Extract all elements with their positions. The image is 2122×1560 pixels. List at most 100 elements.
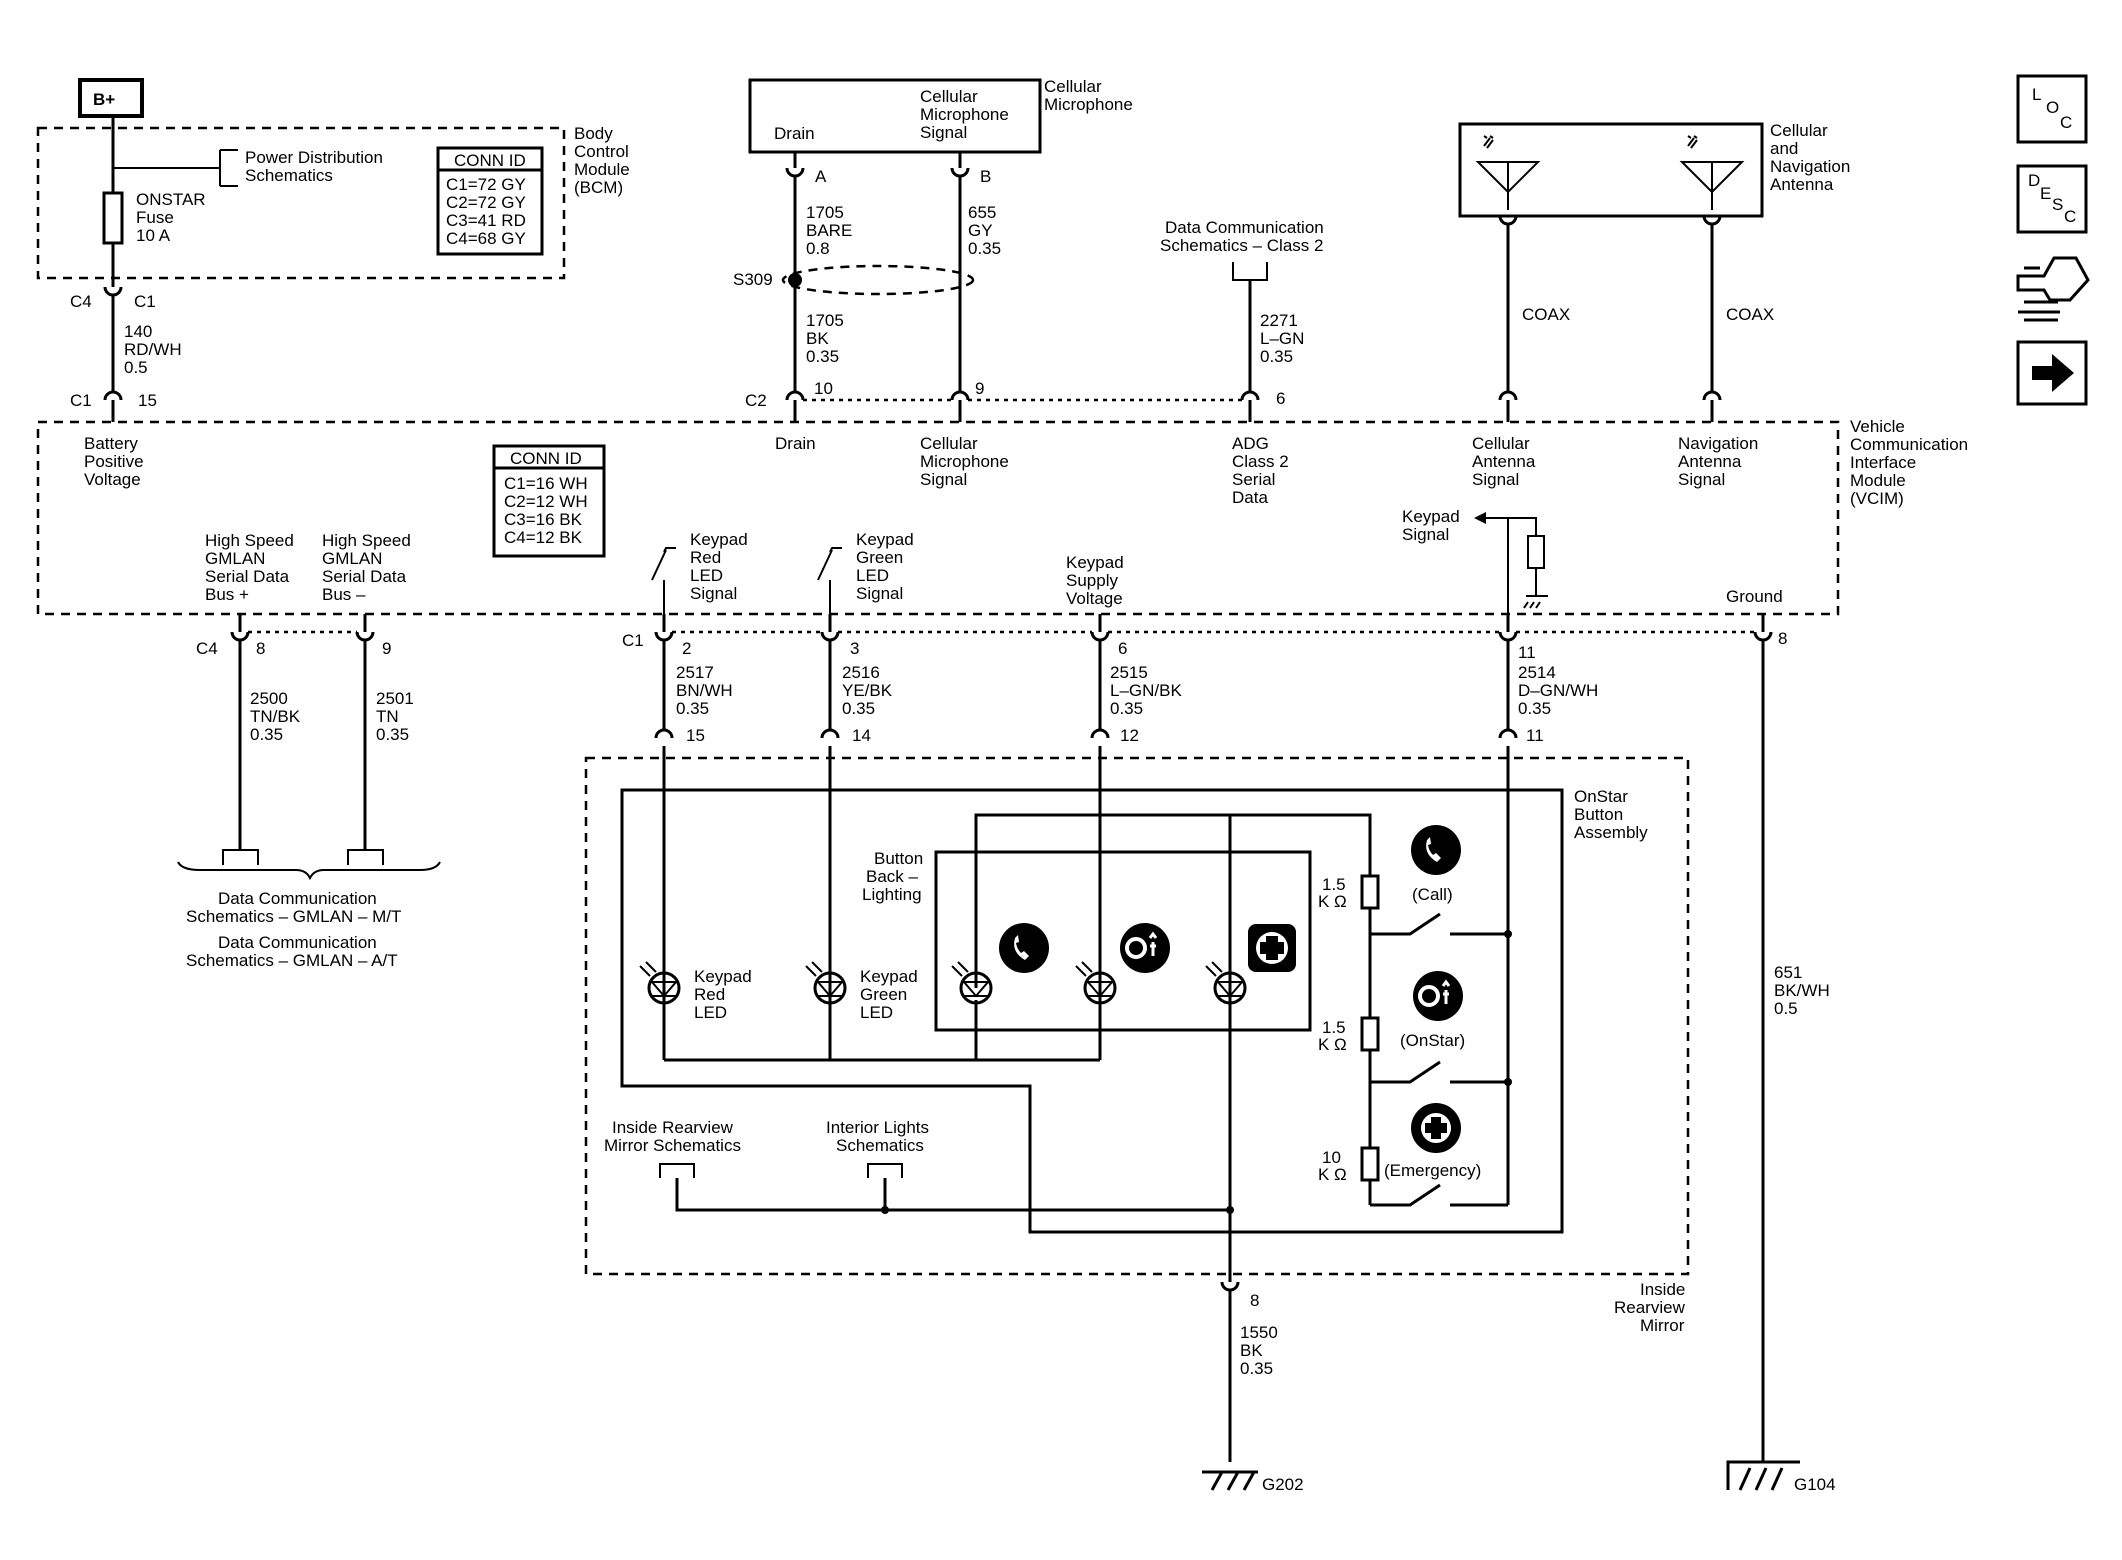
navigation-antenna-icon — [1679, 135, 1745, 210]
g104-label: G104 — [1794, 1475, 1836, 1494]
svg-text:Bus –: Bus – — [322, 585, 366, 604]
svg-text:2514: 2514 — [1518, 663, 1556, 682]
c4-pin8: 8 — [256, 639, 265, 658]
svg-text:ONSTAR: ONSTAR — [136, 190, 206, 209]
svg-text:Schematics: Schematics — [245, 166, 333, 185]
data-comm-gmlan-ref[interactable]: Data Communication Schematics – GMLAN – … — [186, 889, 401, 970]
svg-text:0.35: 0.35 — [376, 725, 409, 744]
svg-text:Antenna: Antenna — [1770, 175, 1834, 194]
svg-text:Cellular: Cellular — [920, 434, 978, 453]
res1-label: 1.5 K Ω — [1318, 875, 1347, 911]
svg-text:Keypad: Keypad — [856, 530, 914, 549]
svg-text:LED: LED — [690, 566, 723, 585]
svg-text:2516: 2516 — [842, 663, 880, 682]
svg-text:10: 10 — [1322, 1148, 1341, 1167]
svg-text:Button: Button — [1574, 805, 1623, 824]
conn-id-table-vcim: CONN ID C1=16 WH C2=12 WH C3=16 BK C4=12… — [492, 444, 606, 558]
data-comm-class2-ref[interactable]: Data Communication Schematics – Class 2 — [1160, 218, 1324, 255]
svg-text:L–GN: L–GN — [1260, 329, 1304, 348]
svg-text:Signal: Signal — [1678, 470, 1725, 489]
svg-text:0.35: 0.35 — [968, 239, 1001, 258]
emergency-button-label: (Emergency) — [1384, 1161, 1481, 1180]
svg-text:D–GN/WH: D–GN/WH — [1518, 681, 1598, 700]
onstar-button-icon[interactable] — [1413, 971, 1463, 1021]
keypad-red-led-label: Keypad Red LED — [694, 967, 752, 1022]
interior-lights-ref[interactable]: Interior Lights Schematics — [826, 1118, 929, 1155]
keypad-signal-label: Keypad Signal — [1402, 507, 1460, 544]
svg-text:BK/WH: BK/WH — [1774, 981, 1830, 1000]
svg-text:Module: Module — [574, 160, 630, 179]
coax-label-2: COAX — [1726, 305, 1774, 324]
svg-text:Supply: Supply — [1066, 571, 1118, 590]
svg-text:TN/BK: TN/BK — [250, 707, 301, 726]
svg-text:RD/WH: RD/WH — [124, 340, 182, 359]
svg-text:10 A: 10 A — [136, 226, 171, 245]
g202-ground-icon — [1202, 1470, 1258, 1491]
cellular-microphone-box — [748, 78, 1042, 154]
keypad-supply-voltage-label: Keypad Supply Voltage — [1066, 553, 1124, 608]
svg-text:Module: Module — [1850, 471, 1906, 490]
svg-text:Interior Lights: Interior Lights — [826, 1118, 929, 1137]
svg-text:1.5: 1.5 — [1322, 1018, 1346, 1037]
bcm-box — [36, 126, 566, 280]
svg-text:Signal: Signal — [920, 123, 967, 142]
svg-text:Inside: Inside — [1640, 1280, 1685, 1299]
svg-text:0.8: 0.8 — [806, 239, 830, 258]
connector-c4c1 — [103, 286, 123, 297]
svg-text:Microphone: Microphone — [1044, 95, 1133, 114]
svg-text:LED: LED — [860, 1003, 893, 1022]
svg-text:Data Communication: Data Communication — [218, 889, 377, 908]
svg-text:BK: BK — [1240, 1341, 1263, 1360]
navigation-antenna-signal-label: Navigation Antenna Signal — [1678, 434, 1758, 489]
svg-text:Data Communication: Data Communication — [218, 933, 377, 952]
pin-b-label: B — [980, 167, 991, 186]
wire-2516-label: 2516 YE/BK 0.35 — [842, 663, 893, 718]
c2-pin10: 10 — [814, 379, 833, 398]
svg-text:GMLAN: GMLAN — [205, 549, 265, 568]
coax-label-1: COAX — [1522, 305, 1570, 324]
svg-text:Class 2: Class 2 — [1232, 452, 1289, 471]
svg-text:1.5: 1.5 — [1322, 875, 1346, 894]
next-page-arrow-icon[interactable] — [2016, 340, 2088, 406]
location-icon[interactable]: L O C — [2016, 74, 2088, 144]
adg-class2-label: ADG Class 2 Serial Data — [1232, 434, 1289, 507]
inside-rearview-mirror-box — [584, 756, 1690, 1276]
svg-text:1705: 1705 — [806, 203, 844, 222]
power-distribution-ref[interactable]: Power Distribution Schematics — [245, 148, 383, 185]
svg-text:C2=72 GY: C2=72 GY — [446, 193, 526, 212]
svg-text:C1=16 WH: C1=16 WH — [504, 474, 588, 493]
svg-text:GMLAN: GMLAN — [322, 549, 382, 568]
emergency-switch — [1370, 1183, 1508, 1207]
svg-text:Schematics: Schematics — [836, 1136, 924, 1155]
wire-1550-label: 1550 BK 0.35 — [1240, 1323, 1278, 1378]
svg-text:0.5: 0.5 — [124, 358, 148, 377]
res3-label: 10 K Ω — [1318, 1148, 1347, 1184]
mirror-schematics-ref[interactable]: Inside Rearview Mirror Schematics — [604, 1118, 741, 1155]
svg-text:0.35: 0.35 — [806, 347, 839, 366]
svg-text:BARE: BARE — [806, 221, 852, 240]
emergency-button-icon[interactable] — [1411, 1103, 1461, 1153]
onstar-switch — [1370, 1060, 1508, 1084]
vcim-title: Vehicle Communication Interface Module (… — [1850, 417, 1968, 508]
c4-vcim-label: C4 — [196, 639, 218, 658]
vcim-c1-label: C1 — [70, 391, 92, 410]
svg-text:GY: GY — [968, 221, 993, 240]
g104-ground-icon — [1726, 1460, 1800, 1491]
g202-label: G202 — [1262, 1475, 1304, 1494]
backlight-led-2 — [1075, 961, 1117, 1005]
mirror-pin8: 8 — [1250, 1291, 1259, 1310]
description-icon[interactable]: D E S C — [2016, 164, 2088, 234]
connector-end-view-icon[interactable] — [2016, 256, 2090, 322]
svg-text:2515: 2515 — [1110, 663, 1148, 682]
svg-text:Keypad: Keypad — [860, 967, 918, 986]
conn-c4-label: C4 — [70, 292, 92, 311]
svg-text:BK: BK — [806, 329, 829, 348]
keypad-red-led — [639, 961, 681, 1005]
c1-pin6: 6 — [1118, 639, 1127, 658]
svg-text:Navigation: Navigation — [1770, 157, 1850, 176]
wire-2514-label: 2514 D–GN/WH 0.35 — [1518, 663, 1598, 718]
call-phone-icon[interactable] — [1411, 825, 1461, 875]
emergency-icon — [1248, 924, 1296, 972]
svg-text:Keypad: Keypad — [690, 530, 748, 549]
